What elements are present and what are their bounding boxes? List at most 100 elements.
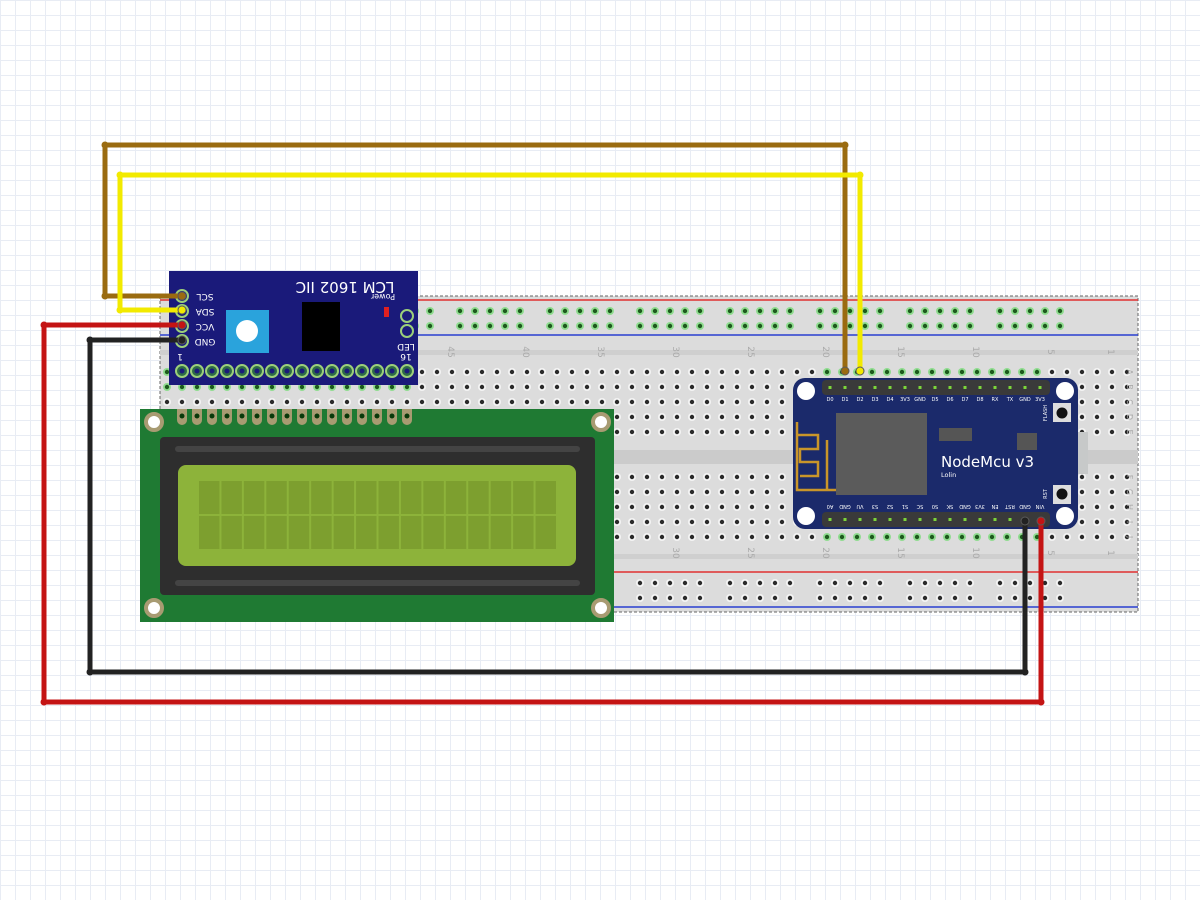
led-jumper-pin[interactable] [400, 324, 414, 338]
breadboard-hole-center [389, 399, 395, 405]
lcd-pin-hole [269, 413, 275, 419]
breadboard-hole-center [344, 384, 350, 390]
wire-bend[interactable] [1037, 698, 1045, 706]
row-label: E [1125, 429, 1134, 434]
mcu-bottom-pin[interactable] [903, 518, 907, 521]
mcu-bottom-pin[interactable] [963, 518, 967, 521]
breadboard-hole-center [614, 474, 620, 480]
mcu-bottom-pin[interactable] [1008, 518, 1012, 521]
lcd-char-cell [199, 516, 220, 549]
breadboard-hole-center [629, 519, 635, 525]
breadboard-hole-center [1027, 323, 1033, 329]
breadboard-hole-center [674, 429, 680, 435]
breadboard-hole-center [179, 399, 185, 405]
wire-bend[interactable] [841, 141, 849, 149]
mcu-top-pin-label: D7 [961, 397, 968, 403]
breadboard-hole-center [569, 369, 575, 375]
breadboard-hole-center [1094, 489, 1100, 495]
lcd-pin-hole [389, 413, 395, 419]
mcu-bottom-pin[interactable] [933, 518, 937, 521]
mcu-bottom-pin[interactable] [843, 518, 847, 521]
wire-bend[interactable] [86, 668, 94, 676]
mcu-bottom-pin[interactable] [978, 518, 982, 521]
mcu-bottom-pin[interactable] [918, 518, 922, 521]
breadboard-hole-center [1094, 534, 1100, 540]
wire-bend[interactable] [40, 698, 48, 706]
nodemcu-subtitle: Lolin [941, 471, 956, 479]
wire-bend[interactable] [40, 321, 48, 329]
mcu-top-pin[interactable] [873, 386, 877, 389]
breadboard-hole-center [689, 399, 695, 405]
potentiometer-knob-icon [236, 320, 258, 342]
breadboard-hole-center [764, 414, 770, 420]
mcu-top-pin[interactable] [963, 386, 967, 389]
mcu-top-pin[interactable] [1023, 386, 1027, 389]
wire-endpoint[interactable] [177, 291, 187, 301]
wire-bend[interactable] [101, 141, 109, 149]
mcu-bottom-pin[interactable] [948, 518, 952, 521]
lcd-char-cell [333, 516, 355, 549]
breadboard-hole-center [659, 489, 665, 495]
mcu-top-pin[interactable] [828, 386, 832, 389]
mcu-top-pin[interactable] [1008, 386, 1012, 389]
breadboard-hole-center [1124, 519, 1130, 525]
breadboard-hole-center [674, 504, 680, 510]
lcd-char-cell [400, 481, 422, 514]
led-jumper-pin[interactable] [400, 309, 414, 323]
breadboard-hole-center [667, 323, 673, 329]
mcu-top-pin[interactable] [933, 386, 937, 389]
wire-bend[interactable] [101, 292, 109, 300]
breadboard-hole-center [847, 595, 853, 601]
mcu-bottom-pin-label: GND [959, 503, 971, 509]
wire-bend[interactable] [856, 171, 864, 179]
breadboard-hole-center [194, 384, 200, 390]
breadboard-hole-center [674, 474, 680, 480]
breadboard-hole-center [764, 504, 770, 510]
mcu-bottom-pin[interactable] [828, 518, 832, 521]
mcu-top-pin[interactable] [918, 386, 922, 389]
breadboard-hole-center [614, 399, 620, 405]
wire-bend[interactable] [116, 171, 124, 179]
lcd-1602-display[interactable] [140, 409, 614, 622]
breadboard-hole-center [614, 519, 620, 525]
mcu-bottom-pin[interactable] [858, 518, 862, 521]
mcu-top-pin[interactable] [903, 386, 907, 389]
lcd-pin-hole [209, 413, 215, 419]
mcu-bottom-pin-label: SC [916, 503, 923, 509]
mcu-top-pin[interactable] [978, 386, 982, 389]
mcu-top-pin[interactable] [858, 386, 862, 389]
wire-bend[interactable] [1021, 668, 1029, 676]
mcu-bottom-pin[interactable] [993, 518, 997, 521]
wire-endpoint[interactable] [840, 366, 850, 376]
i2c-pin-label: SDA [195, 306, 214, 316]
wire-endpoint[interactable] [177, 305, 187, 315]
wire-endpoint[interactable] [855, 366, 865, 376]
breadboard-hole-center [659, 429, 665, 435]
mcu-bottom-pin[interactable] [888, 518, 892, 521]
wire-endpoint[interactable] [177, 320, 187, 330]
lcd-char-cell [490, 516, 512, 549]
mcu-top-pin[interactable] [948, 386, 952, 389]
rst-label: RST [1043, 488, 1049, 499]
mount-hole-icon [1056, 382, 1074, 400]
breadboard-hole-center [629, 384, 635, 390]
lcd-pin-hole [224, 413, 230, 419]
mcu-top-pin[interactable] [843, 386, 847, 389]
wire-bend[interactable] [86, 336, 94, 344]
wire-endpoint[interactable] [177, 335, 187, 345]
flash-button-icon [1056, 407, 1068, 419]
breadboard-hole-center [719, 489, 725, 495]
breadboard-hole-center [614, 489, 620, 495]
mcu-bottom-pin[interactable] [873, 518, 877, 521]
wire-bend[interactable] [116, 306, 124, 314]
mcu-top-pin[interactable] [1038, 386, 1042, 389]
breadboard-hole-center [1064, 369, 1070, 375]
breadboard-hole-center [1049, 369, 1055, 375]
breadboard-hole-center [1012, 323, 1018, 329]
mcu-top-pin[interactable] [993, 386, 997, 389]
wire-endpoint[interactable] [1020, 516, 1030, 526]
wire-endpoint[interactable] [1036, 516, 1046, 526]
mcu-top-pin[interactable] [888, 386, 892, 389]
